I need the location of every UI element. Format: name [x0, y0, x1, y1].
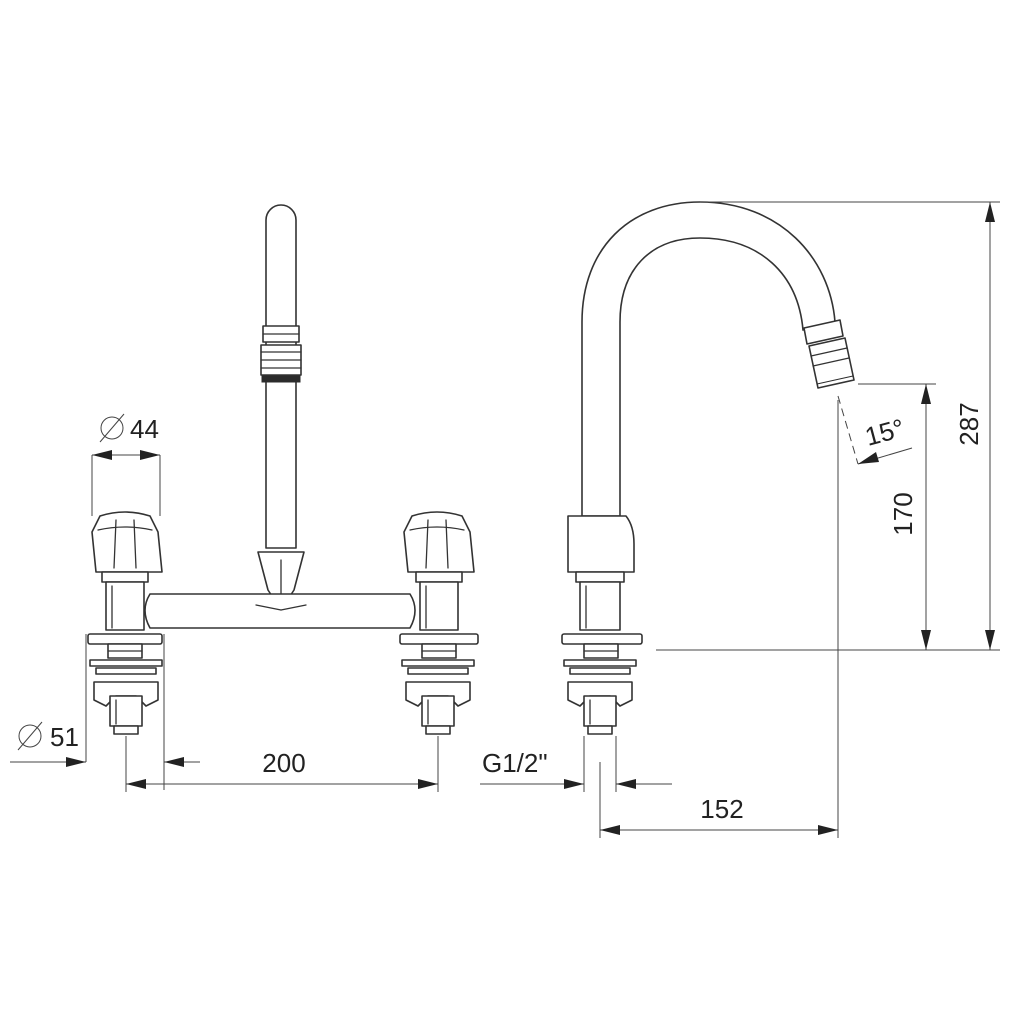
diameter-symbol	[99, 413, 125, 443]
side-view	[561, 201, 855, 735]
dimension-reach: 152	[599, 400, 839, 838]
front-left-valve	[87, 511, 163, 735]
dimension-center-distance: 200	[125, 736, 439, 792]
dimension-total-height: 287	[700, 201, 1000, 650]
front-view	[87, 204, 479, 735]
base-diameter-label: 51	[50, 722, 79, 752]
total-height-label: 287	[954, 402, 984, 445]
thread-label: G1/2"	[482, 748, 548, 778]
dimension-spout-angle: 15°	[837, 395, 913, 465]
front-right-valve	[399, 511, 479, 735]
center-distance-label: 200	[262, 748, 305, 778]
front-spout	[257, 204, 305, 611]
spout-height-label: 170	[888, 492, 918, 535]
side-valve	[561, 515, 643, 735]
dimension-spout-height: 170	[858, 383, 936, 650]
side-spout	[581, 201, 836, 517]
dimension-thread: G1/2"	[480, 736, 672, 792]
handle-diameter-label: 44	[130, 414, 159, 444]
reach-label: 152	[700, 794, 743, 824]
front-bridge	[144, 593, 416, 629]
diameter-symbol	[17, 721, 43, 751]
dimension-handle-diameter: 44	[91, 413, 161, 516]
dimension-base-diameter: 51	[10, 634, 200, 790]
spout-angle-label: 15°	[862, 413, 908, 452]
side-spout-tip	[803, 319, 855, 389]
